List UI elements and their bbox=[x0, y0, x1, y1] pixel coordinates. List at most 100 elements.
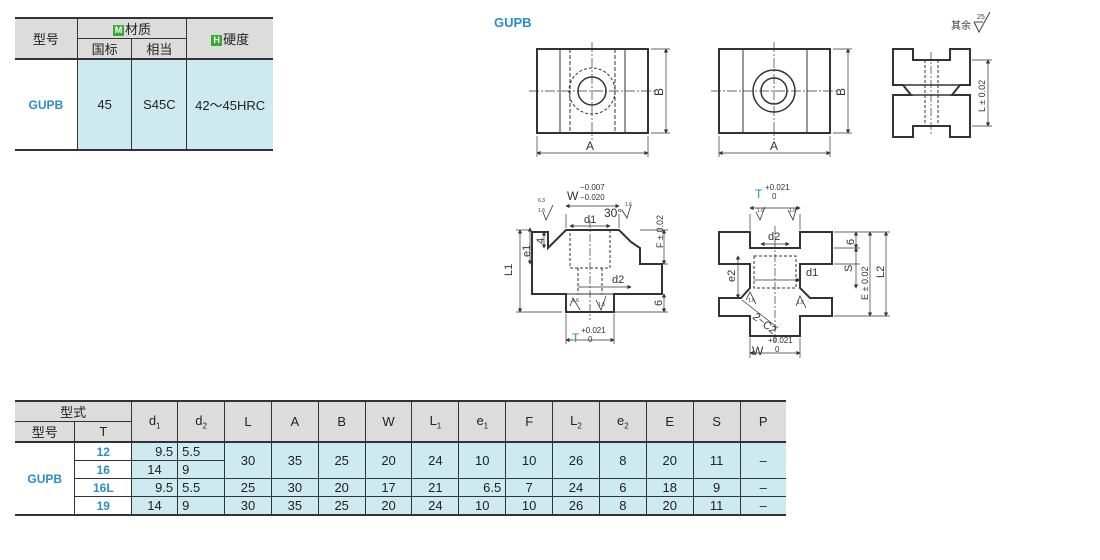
col-header-F: F bbox=[505, 401, 553, 442]
d2-cell: 9 bbox=[177, 460, 225, 479]
L2-cell: 26 bbox=[552, 442, 600, 479]
roughness-mark-7: 1.6 bbox=[789, 208, 796, 214]
L2-cell: 26 bbox=[552, 496, 600, 515]
col-d1-main: d bbox=[148, 412, 157, 428]
S-cell: 11 bbox=[692, 442, 741, 479]
L1-cell: 21 bbox=[411, 478, 459, 497]
dim-4: 4 bbox=[535, 238, 547, 244]
S-cell: 11 bbox=[692, 496, 741, 515]
L1-cell: 24 bbox=[411, 496, 459, 515]
side-view bbox=[892, 48, 992, 138]
col-header-L1: L1 bbox=[411, 401, 459, 442]
A-cell: 35 bbox=[270, 442, 319, 479]
model-cell: GUPB bbox=[27, 471, 63, 486]
roughness-mark-9: 1.6 bbox=[797, 300, 804, 306]
dim-T-up-left: +0.021 bbox=[581, 326, 606, 335]
t-sub-header: T bbox=[74, 421, 132, 442]
dim-d1-right: d1 bbox=[806, 267, 818, 279]
B-cell: 25 bbox=[317, 496, 366, 515]
B-cell: 25 bbox=[317, 442, 366, 479]
col-header-e1: e1 bbox=[458, 401, 506, 442]
col-e2-sub: 2 bbox=[624, 421, 629, 431]
e2-cell: 8 bbox=[598, 496, 647, 515]
model-cell: GUPB bbox=[28, 97, 64, 112]
roughness-label: 其余 bbox=[951, 21, 971, 32]
col-header-S: S bbox=[692, 401, 741, 442]
model-header: 型号 bbox=[15, 18, 78, 59]
dim-S: S bbox=[843, 265, 855, 272]
dim-d1-left: d1 bbox=[584, 214, 596, 226]
material-header-label: 材质 bbox=[125, 22, 152, 37]
A-cell: 35 bbox=[270, 496, 319, 515]
dim-T-right: T bbox=[755, 187, 763, 201]
roughness-note: 其余 bbox=[951, 17, 971, 32]
P-cell: – bbox=[739, 478, 786, 497]
dim-T-lo-left: 0 bbox=[588, 335, 593, 344]
A-cell: 30 bbox=[270, 478, 319, 497]
roughness-value: 25 bbox=[977, 14, 985, 21]
e1-cell: 10 bbox=[458, 442, 506, 479]
col-L2-sub: 2 bbox=[577, 421, 582, 431]
dim-B-right: B bbox=[834, 88, 848, 96]
hardness-header-label: 硬度 bbox=[223, 32, 250, 47]
section-view-right bbox=[718, 205, 890, 358]
dim-d2-right: d2 bbox=[768, 231, 780, 243]
col-L1-main: L bbox=[429, 412, 437, 428]
L-cell: 30 bbox=[224, 496, 272, 515]
roughness-mark-8: 1.6 bbox=[748, 298, 755, 304]
e1-cell: 10 bbox=[458, 496, 506, 515]
d1-cell: 14 bbox=[131, 496, 178, 515]
dim-T-lo-right: 0 bbox=[772, 192, 777, 201]
dim-T-up-right: +0.021 bbox=[765, 183, 790, 192]
roughness-mark-1: 6.3 bbox=[538, 198, 545, 204]
dim-W-tol-lo: −0.020 bbox=[580, 193, 605, 202]
d1-cell: 9.5 bbox=[131, 478, 178, 497]
W-cell: 20 bbox=[364, 496, 412, 515]
L-cell: 25 bbox=[224, 478, 272, 497]
hardness-tag: H bbox=[211, 35, 223, 46]
roughness-symbol-icon: 25 bbox=[973, 11, 991, 34]
E-cell: 20 bbox=[645, 442, 694, 479]
dim-T-left: T bbox=[572, 331, 580, 345]
F-cell: 7 bbox=[505, 478, 553, 497]
top-view-right bbox=[711, 42, 852, 157]
col-e1-sub: 1 bbox=[483, 421, 489, 431]
d1-cell: 9.5 bbox=[131, 442, 178, 461]
col-header-E: E bbox=[645, 401, 694, 442]
F-cell: 10 bbox=[505, 442, 553, 479]
col-header-d1: d1 bbox=[131, 401, 178, 442]
dim-6-left: 6 bbox=[653, 300, 665, 306]
dim-W-tol-up: −0.007 bbox=[580, 183, 605, 192]
dim-L1: L1 bbox=[503, 264, 515, 276]
E-cell: 18 bbox=[645, 478, 694, 497]
dim-e1: e1 bbox=[521, 245, 533, 257]
gb-cell: 45 bbox=[76, 59, 132, 150]
dim-W: W bbox=[567, 189, 579, 203]
roughness-mark-5: 1.6 bbox=[598, 302, 605, 308]
col-L2-main: L bbox=[570, 412, 578, 428]
hardness-cell: 42～45HRC bbox=[186, 59, 273, 150]
E-cell: 20 bbox=[645, 496, 694, 515]
dim-A-right: A bbox=[770, 139, 778, 153]
dim-L2: L2 bbox=[875, 266, 887, 278]
d2-cell: 5.5 bbox=[177, 442, 225, 461]
dim-angle: 30° bbox=[604, 206, 622, 220]
dim-F-tol: F ± 0.02 bbox=[655, 215, 665, 248]
roughness-mark-6: 1.6 bbox=[757, 208, 764, 214]
dim-W2-up: +0.021 bbox=[768, 336, 793, 345]
col-header-B: B bbox=[317, 401, 366, 442]
L2-cell: 24 bbox=[552, 478, 600, 497]
equivalent-cell: S45C bbox=[131, 59, 187, 150]
L-cell: 30 bbox=[224, 442, 272, 479]
roughness-mark-4: 1.6 bbox=[572, 298, 579, 304]
dim-e2: e2 bbox=[726, 270, 738, 282]
L1-cell: 24 bbox=[411, 442, 459, 479]
d1-cell: 14 bbox=[131, 460, 178, 479]
col-header-L: L bbox=[224, 401, 272, 442]
dim-L-tol: L ± 0.02 bbox=[977, 80, 987, 112]
roughness-mark-2: 1.6 bbox=[538, 208, 545, 214]
col-header-W: W bbox=[364, 401, 412, 442]
